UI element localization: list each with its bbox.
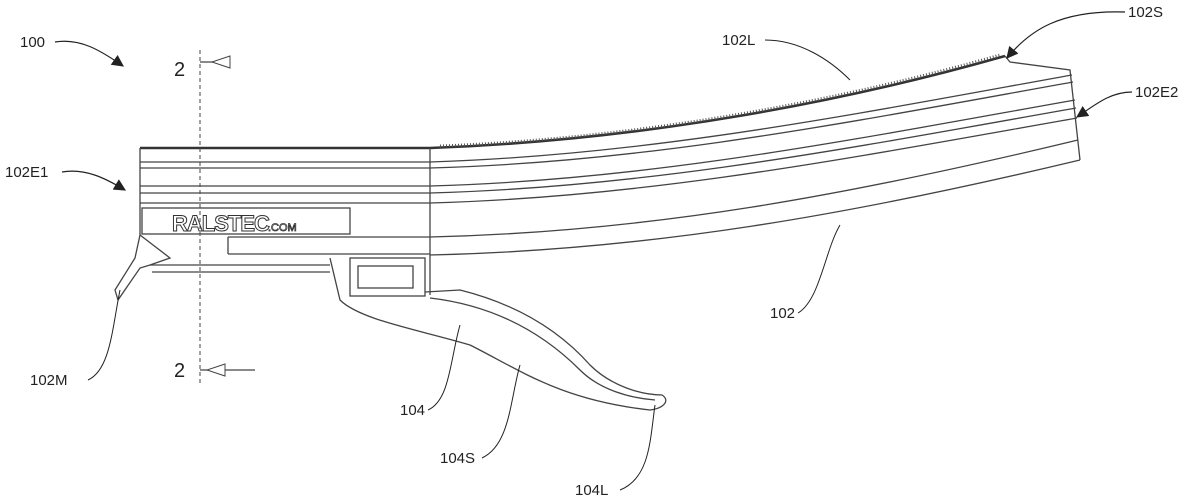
- label-102M: 102M: [30, 372, 68, 389]
- label-102E1: 102E1: [5, 164, 48, 181]
- section-line: [199, 50, 255, 385]
- label-102: 102: [770, 305, 795, 322]
- logo-suffix: .COM: [268, 222, 297, 234]
- label-104S: 104S: [440, 450, 475, 467]
- mouth-102M: [114, 233, 330, 302]
- logo: RALSTEC: [172, 211, 270, 236]
- label-102E2: 102E2: [1135, 84, 1178, 101]
- label-100: 100: [20, 34, 45, 51]
- section-label-bottom: 2: [174, 360, 185, 382]
- label-104L: 104L: [575, 482, 608, 499]
- lever-104: [329, 257, 667, 411]
- body-102: [139, 53, 1081, 295]
- label-102S: 102S: [1128, 4, 1163, 21]
- label-102L: 102L: [722, 32, 755, 49]
- leader-lines: [54, 11, 1133, 491]
- label-104: 104: [400, 402, 425, 419]
- section-label-top: 2: [174, 59, 185, 81]
